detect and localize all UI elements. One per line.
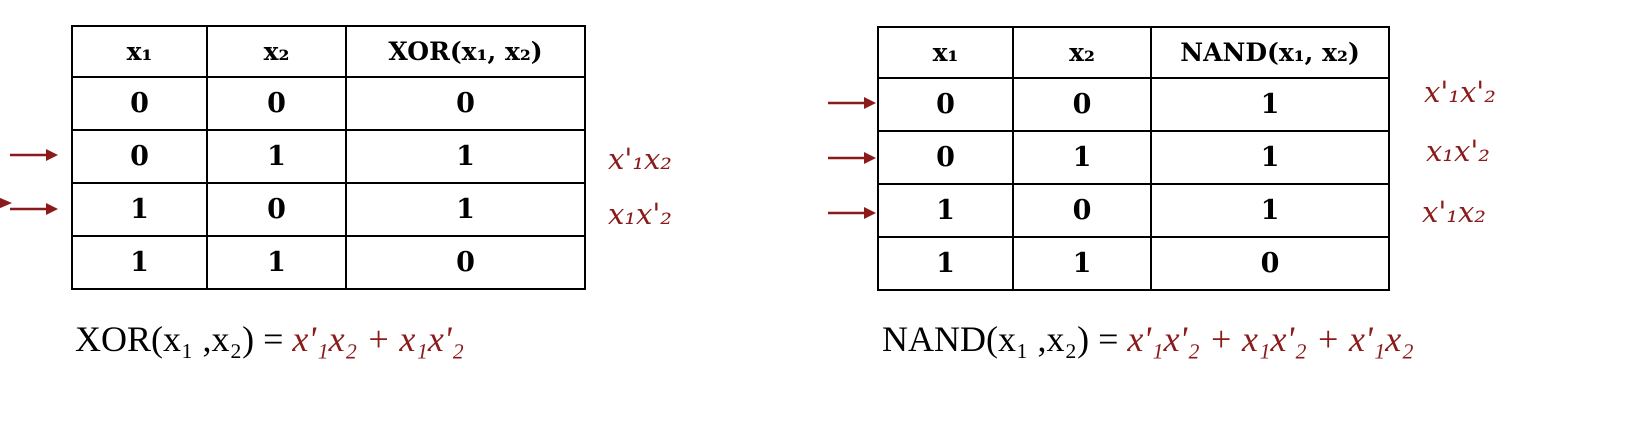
nand-truth-table: x₁ x₂ NAND(x₁, x₂) 0 0 1 0 1 1 1 0 1 1 1…: [877, 26, 1390, 291]
nand-cell: 1: [877, 236, 1014, 291]
nand-cell: 0: [1012, 77, 1152, 132]
nand-formula-lhs: NAND(x₁ ,x₂) =: [882, 319, 1128, 359]
xor-term-row2: x'₁x₂: [608, 142, 672, 176]
xor-cell: 0: [71, 129, 208, 184]
nand-term-row3: x'₁x₂: [1422, 195, 1486, 229]
arrow-right-icon: [10, 203, 58, 215]
xor-header-x1: x₁: [71, 25, 208, 78]
xor-cell: 0: [345, 235, 586, 290]
nand-cell: 1: [1150, 183, 1390, 238]
nand-cell: 1: [1150, 77, 1390, 132]
xor-cell: 1: [345, 182, 586, 237]
xor-header-result: XOR(x₁, x₂): [345, 25, 586, 78]
xor-formula: XOR(x₁ ,x₂) = x'₁x₂ + x₁x'₂: [75, 318, 464, 360]
arrow-right-icon: [10, 149, 58, 161]
xor-formula-rhs: x'₁x₂ + x₁x'₂: [292, 319, 465, 359]
xor-formula-lhs: XOR(x₁ ,x₂) =: [75, 319, 293, 359]
xor-term-row3: x₁x'₂: [608, 197, 672, 231]
xor-header-x2: x₂: [206, 25, 347, 78]
nand-header-x1: x₁: [877, 26, 1014, 79]
arrow-right-icon: [828, 207, 876, 219]
arrow-right-icon: [828, 152, 876, 164]
xor-cell: 1: [71, 235, 208, 290]
xor-cell: 0: [71, 76, 208, 131]
xor-cell: 0: [206, 182, 347, 237]
arrow-right-icon: [0, 197, 12, 209]
xor-cell: 0: [345, 76, 586, 131]
xor-cell: 1: [206, 129, 347, 184]
nand-cell: 1: [877, 183, 1014, 238]
nand-cell: 0: [877, 130, 1014, 185]
xor-cell: 0: [206, 76, 347, 131]
xor-cell: 1: [71, 182, 208, 237]
nand-term-row2: x₁x'₂: [1426, 134, 1490, 168]
nand-cell: 0: [1150, 236, 1390, 291]
xor-cell: 1: [206, 235, 347, 290]
nand-cell: 0: [1012, 183, 1152, 238]
nand-header-result: NAND(x₁, x₂): [1150, 26, 1390, 79]
nand-cell: 1: [1012, 236, 1152, 291]
nand-cell: 0: [877, 77, 1014, 132]
nand-cell: 1: [1150, 130, 1390, 185]
nand-term-row1: x'₁x'₂: [1424, 75, 1496, 109]
xor-cell: 1: [345, 129, 586, 184]
xor-truth-table: x₁ x₂ XOR(x₁, x₂) 0 0 0 0 1 1 1 0 1 1 1 …: [71, 25, 586, 290]
nand-formula-rhs: x'₁x'₂ + x₁x'₂ + x'₁x₂: [1127, 319, 1414, 359]
nand-formula: NAND(x₁ ,x₂) = x'₁x'₂ + x₁x'₂ + x'₁x₂: [882, 318, 1414, 360]
arrow-right-icon: [828, 97, 876, 109]
nand-header-x2: x₂: [1012, 26, 1152, 79]
nand-cell: 1: [1012, 130, 1152, 185]
